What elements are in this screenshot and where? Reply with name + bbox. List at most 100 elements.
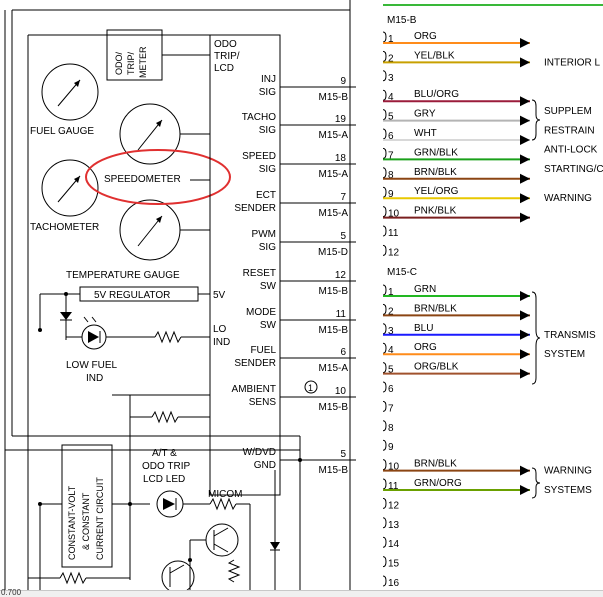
pin-connector-7: M15-B <box>319 325 349 336</box>
cc-label-2: & CONSTANT <box>81 492 91 550</box>
highlight-ellipse <box>85 149 231 205</box>
conn-b-bracket <box>382 225 387 237</box>
conn-b-dest-6: WARNING <box>544 193 592 204</box>
pin-connector-3: M15-A <box>319 169 349 180</box>
conn-c-pin-11: 11 <box>388 481 399 492</box>
transistor-icon <box>205 523 239 557</box>
low-fuel-led-icon <box>81 316 107 350</box>
conn-b-bracket <box>382 128 387 140</box>
pin-number-4: 7 <box>340 192 346 203</box>
bracket-warning <box>531 467 541 499</box>
pin-sublabel-6: SW <box>260 281 277 292</box>
arrow-icon <box>520 212 530 223</box>
conn-b-color-6: WHT <box>414 128 437 139</box>
odo-box-line-1: ODO/ <box>114 51 124 75</box>
ic-label-trip: TRIP/ <box>214 51 240 62</box>
pin-sublabel-5: SIG <box>259 242 276 253</box>
pin-connector-2: M15-A <box>319 130 349 141</box>
pin-number-6: 12 <box>335 270 347 281</box>
arrow-icon <box>520 57 530 68</box>
ic-pins: INJSIG9M15-BTACHOSIG19M15-ASPEEDSIG18M15… <box>232 74 356 476</box>
pin-number-9: 10 <box>335 386 347 397</box>
conn-b-pin-2: 2 <box>388 53 394 64</box>
conn-b-bracket <box>382 109 387 121</box>
pin-connector-4: M15-A <box>319 208 349 219</box>
arrow-icon <box>520 368 530 379</box>
resistor-icon <box>209 497 237 511</box>
conn-c-color-4: ORG <box>414 342 437 353</box>
conn-b-bracket <box>382 70 387 82</box>
conn-b-color-10: PNK/BLK <box>414 206 457 217</box>
pin-sublabel-9: SENS <box>249 397 277 408</box>
pin-connector-10: M15-B <box>319 465 349 476</box>
status-text: 0.700 <box>1 588 22 597</box>
conn-c-bracket <box>382 478 387 490</box>
conn-b-dest-2: SUPPLEM <box>544 106 592 117</box>
conn-c-pin-5: 5 <box>388 365 394 376</box>
conn-c-bracket <box>382 381 387 393</box>
diode-icon <box>60 312 72 320</box>
conn-c-color-3: BLU <box>414 323 433 334</box>
conn-b-bracket <box>382 206 387 218</box>
conn-c-pin-4: 4 <box>388 345 394 356</box>
conn-b-pin-12: 12 <box>388 247 400 258</box>
ic-label-lcd: LCD <box>214 63 234 74</box>
conn-c-bracket <box>382 323 387 335</box>
conn-c-color-10: BRN/BLK <box>414 459 457 470</box>
conn-b-dest-3: RESTRAIN <box>544 125 595 136</box>
conn-b-pin-4: 4 <box>388 92 394 103</box>
conn-b-dest-5: STARTING/C <box>544 164 603 175</box>
pin-label-4: ECT <box>256 190 276 201</box>
conn-c-bracket <box>382 536 387 548</box>
constant-volt-box <box>61 444 113 568</box>
conn-b-bracket <box>382 167 387 179</box>
pin-number-2: 19 <box>335 114 347 125</box>
resistor-icon <box>151 410 179 424</box>
bracket-restraint <box>531 99 541 141</box>
resistor-icon <box>154 330 182 344</box>
pin-label-9: AMBIENT <box>232 384 276 395</box>
arrow-icon <box>520 96 530 107</box>
pin-connector-5: M15-D <box>318 247 348 258</box>
conn-b-bracket <box>382 244 387 256</box>
conn-c-pin-16: 16 <box>388 578 400 589</box>
conn-c-pin-6: 6 <box>388 384 394 395</box>
conn-c-dest-3: WARNING <box>544 466 592 477</box>
pin-number-7: 11 <box>336 309 347 320</box>
conn-b-color-1: ORG <box>414 31 437 42</box>
conn-c-dest-4: SYSTEMS <box>544 485 592 496</box>
pin-sublabel-8: SENDER <box>234 358 276 369</box>
pin-connector-8: M15-A <box>319 363 349 374</box>
note-marker-text: 1 <box>308 383 313 393</box>
ic-label-odo: ODO <box>214 39 237 50</box>
temperature-gauge-label: TEMPERATURE GAUGE <box>66 270 180 281</box>
conn-b-bracket <box>382 31 387 43</box>
conn-c-dest-1: TRANSMIS <box>544 330 596 341</box>
pin-label-8: FUEL <box>250 345 276 356</box>
pin-label-6: RESET <box>243 268 276 279</box>
pin-connector-1: M15-B <box>319 92 349 103</box>
reg-out-label: 5V <box>213 290 226 301</box>
conn-b-color-2: YEL/BLK <box>414 50 455 61</box>
diode-icon <box>270 542 280 550</box>
conn-c-bracket <box>382 400 387 412</box>
conn-b-color-5: GRY <box>414 109 436 120</box>
arrow-icon <box>520 291 530 301</box>
conn-c-pin-3: 3 <box>388 326 394 337</box>
pin-label-7: MODE <box>246 307 276 318</box>
lo-ind-label-1: LO <box>213 324 227 335</box>
at-led-icon <box>156 490 184 518</box>
conn-b-pin-11: 11 <box>388 228 399 239</box>
conn-c-bracket <box>382 362 387 374</box>
conn-c-pin-1: 1 <box>388 287 394 298</box>
conn-b-color-4: BLU/ORG <box>414 89 459 100</box>
conn-c-color-2: BRN/BLK <box>414 303 457 314</box>
conn-b-color-9: YEL/ORG <box>414 186 459 197</box>
conn-b-pin-1: 1 <box>388 34 394 45</box>
arrow-icon <box>520 485 530 495</box>
conn-b-dest-4: ANTI-LOCK <box>544 145 598 156</box>
conn-b-dest-1: INTERIOR L <box>544 57 601 68</box>
connector-c-title: M15-C <box>387 267 417 278</box>
pin-number-10: 5 <box>340 449 346 460</box>
